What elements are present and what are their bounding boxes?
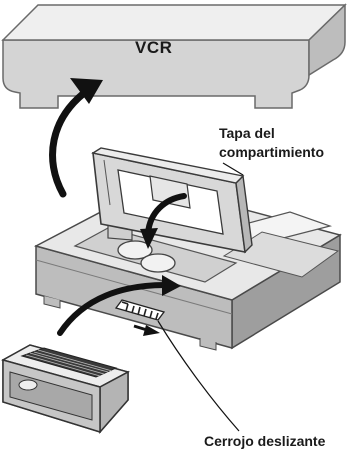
slide-latch [114,299,166,321]
arrow-to-vcr [49,78,103,198]
arrow-slide-latch [133,324,160,336]
arrow-lid-close [140,193,187,249]
arrow-insert-cassette [57,275,181,336]
compartment-lid-label: Tapa del compartimiento [219,124,324,162]
lid-label-line-2: compartimiento [219,144,325,160]
vcr-label: VCR [135,38,173,57]
slide-latch-label: Cerrojo deslizante [204,433,326,449]
compact-cassette [1,344,131,434]
vcr-box [1,3,347,109]
latch-callout-line [157,320,240,432]
lid-label-line-1: Tapa del [219,125,275,141]
lid-callout-line [222,162,244,176]
